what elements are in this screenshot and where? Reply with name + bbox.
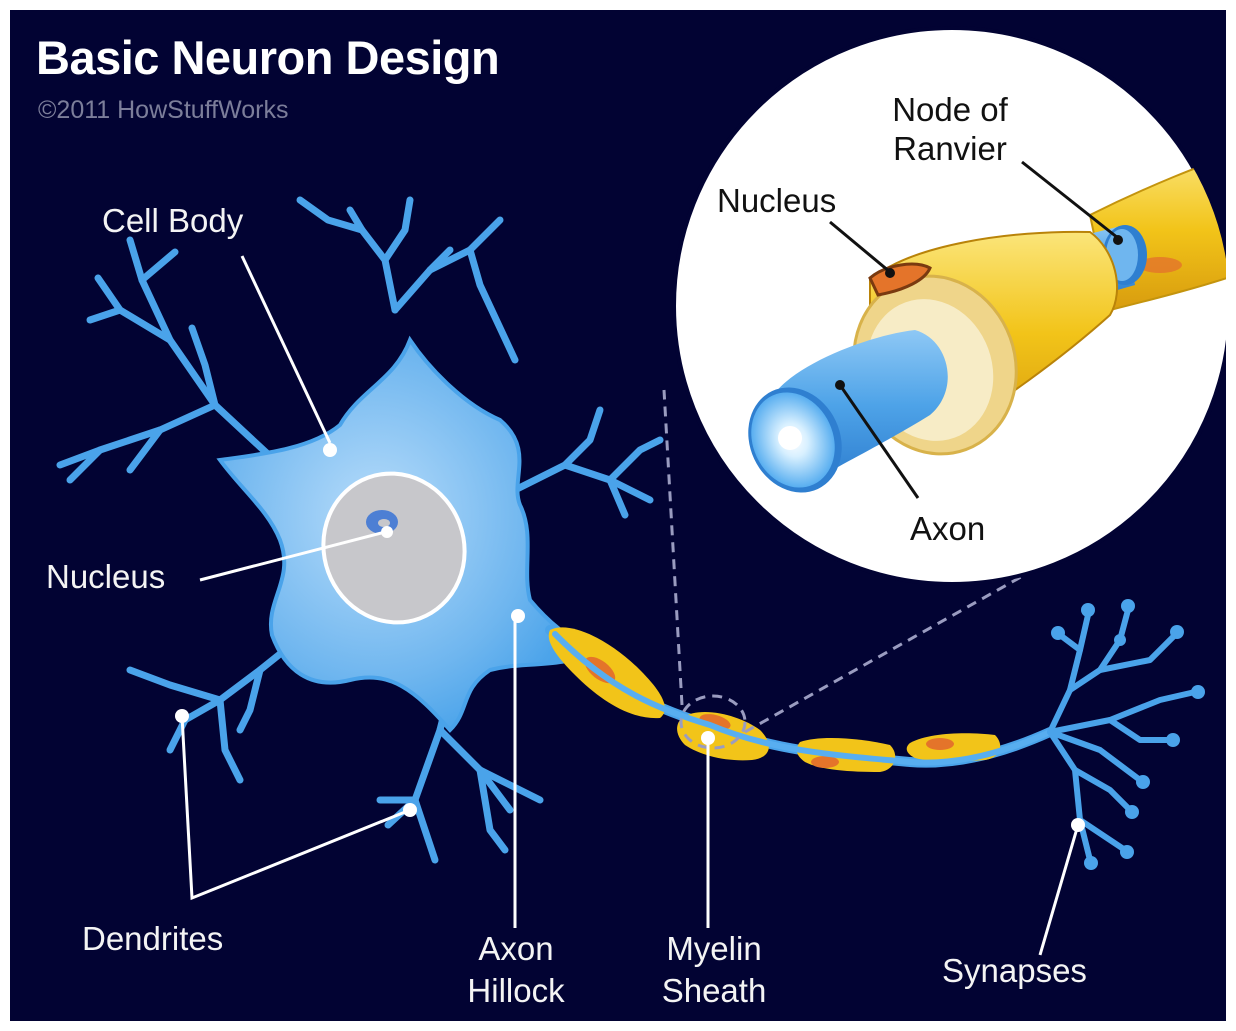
diagram-frame: Basic Neuron Design ©2011 HowStuffWorks … — [10, 10, 1226, 1021]
label-axon-hillock-line2: Hillock — [442, 970, 590, 1012]
label-axon-hillock-line1: Axon — [442, 928, 590, 970]
label-synapses: Synapses — [942, 950, 1087, 992]
label-node-line2: Ranvier — [870, 129, 1030, 168]
label-dendrites: Dendrites — [82, 918, 223, 960]
label-inset-nucleus: Nucleus — [717, 180, 836, 222]
label-cell-body: Cell Body — [102, 200, 243, 242]
label-myelin-sheath-line2: Sheath — [640, 970, 788, 1012]
label-myelin-sheath: Myelin Sheath — [640, 928, 788, 1012]
axon — [549, 627, 1050, 772]
neuron-illustration — [10, 10, 1226, 1021]
label-node-of-ranvier: Node of Ranvier — [870, 90, 1030, 168]
label-inset-axon: Axon — [910, 508, 985, 550]
copyright-credit: ©2011 HowStuffWorks — [38, 96, 288, 125]
label-myelin-sheath-line1: Myelin — [640, 928, 788, 970]
label-axon-hillock: Axon Hillock — [442, 928, 590, 1012]
diagram-title: Basic Neuron Design — [36, 30, 499, 85]
label-nucleus: Nucleus — [46, 556, 165, 598]
label-node-line1: Node of — [870, 90, 1030, 129]
